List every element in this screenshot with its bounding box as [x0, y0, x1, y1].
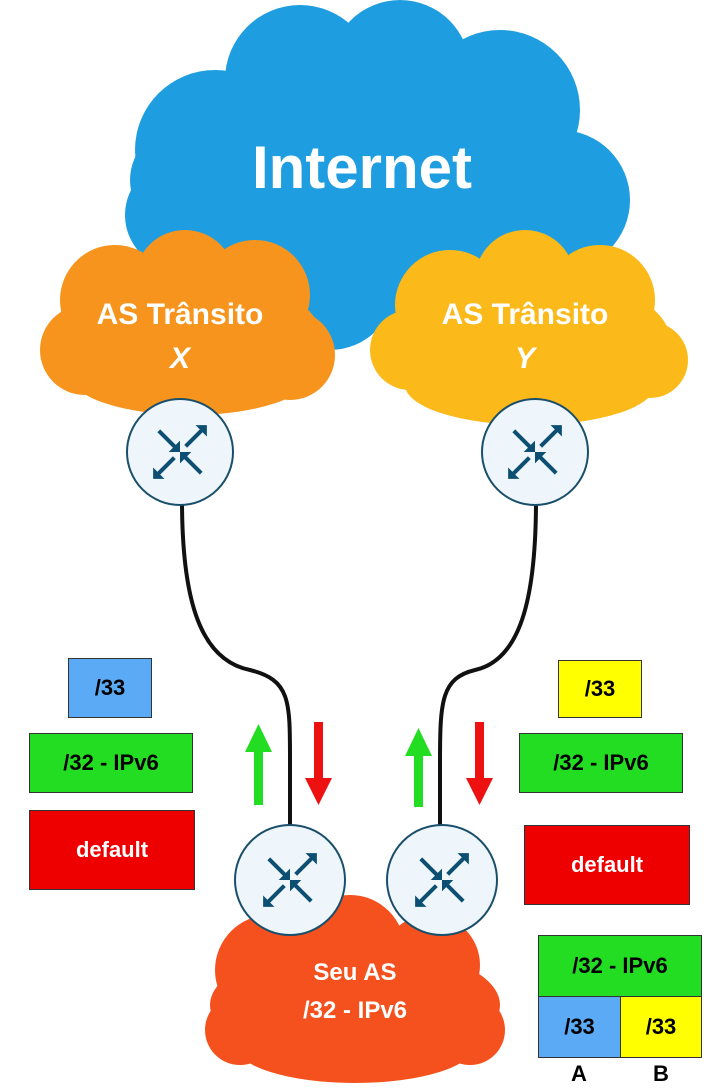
legend-33-a: /33	[538, 996, 621, 1058]
right-route-32-ipv6: /32 - IPv6	[519, 733, 683, 793]
left-route-32-ipv6: /32 - IPv6	[29, 733, 193, 793]
transit-x-cloud: AS Trânsito X	[40, 230, 335, 415]
seu-as-label-line2: /32 - IPv6	[303, 997, 407, 1024]
legend-caption-a: A	[571, 1061, 587, 1086]
router-transit-x[interactable]	[126, 398, 234, 506]
seu-as-cloud-shape	[205, 895, 505, 1083]
router-seu-as-right[interactable]	[386, 824, 498, 936]
router-arrows-icon	[508, 425, 562, 479]
router-transit-y[interactable]	[481, 398, 589, 506]
arrow-up-left	[245, 724, 272, 805]
seu-as-cloud: Seu AS /32 - IPv6	[205, 895, 505, 1083]
arrow-down-right	[466, 722, 493, 805]
legend-33-b: /33	[620, 996, 702, 1058]
transit-x-label-line2: X	[168, 342, 192, 375]
legend-caption-b: B	[653, 1061, 669, 1086]
router-arrows-icon	[263, 853, 317, 907]
link-x-to-left-router	[180, 499, 292, 825]
transit-y-cloud: AS Trânsito Y	[370, 230, 688, 425]
arrow-up-right	[405, 728, 432, 807]
legend-32-ipv6: /32 - IPv6	[538, 935, 702, 997]
internet-label: Internet	[252, 134, 472, 201]
arrow-down-left	[305, 722, 332, 805]
router-arrows-icon	[415, 853, 469, 907]
transit-y-cloud-shape	[370, 230, 688, 425]
transit-x-cloud-shape	[40, 230, 335, 415]
router-arrows-icon	[153, 425, 207, 479]
left-route-default: default	[29, 810, 195, 890]
transit-x-label-line1: AS Trânsito	[97, 298, 264, 331]
right-route-default: default	[524, 825, 690, 905]
link-y-to-right-router	[438, 499, 538, 825]
router-seu-as-left[interactable]	[234, 824, 346, 936]
seu-as-label-line1: Seu AS	[313, 959, 396, 986]
transit-y-label-line1: AS Trânsito	[442, 298, 609, 331]
left-route-33: /33	[68, 658, 152, 718]
right-route-33: /33	[558, 660, 642, 718]
transit-y-label-line2: Y	[515, 342, 538, 375]
